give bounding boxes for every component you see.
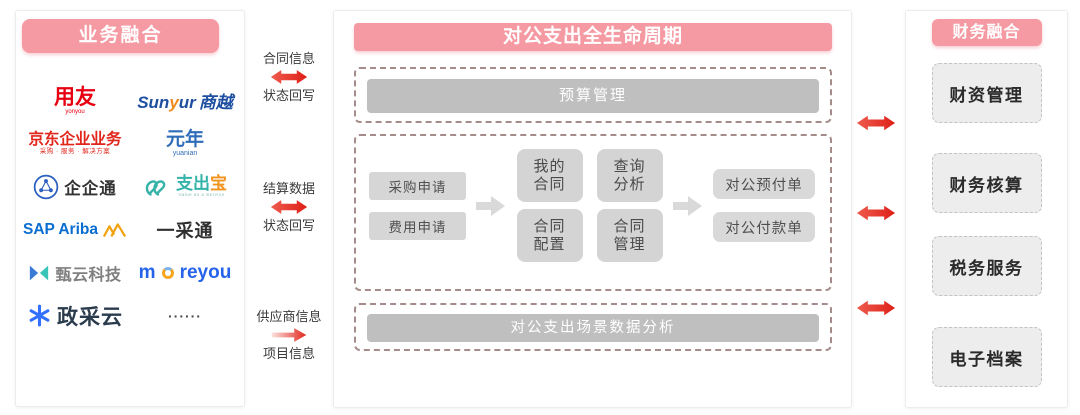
query-analysis-box: 查询分析 bbox=[596, 149, 663, 202]
my-contract-box: 我的合同 bbox=[516, 149, 583, 202]
bowtie-icon bbox=[30, 265, 49, 280]
finance-integration-header: 财务融合 bbox=[931, 19, 1042, 46]
logo-zhichubao: 支出宝 Value as a Service bbox=[143, 175, 227, 199]
expense-lifecycle-header: 对公支出全生命周期 bbox=[354, 23, 832, 51]
financial-accounting-box: 财务核算 bbox=[931, 153, 1042, 213]
expense-request-box: 费用申请 bbox=[369, 211, 466, 240]
budget-management-bar: 预算管理 bbox=[367, 79, 819, 113]
flow-input-column: 采购申请 费用申请 bbox=[369, 171, 466, 240]
flow-output-column: 对公预付单 对公付款单 bbox=[713, 169, 815, 242]
expense-data-analysis-bar: 对公支出场景数据分析 bbox=[367, 314, 819, 342]
finance-integration-panel: 财务融合 财资管理 财务核算 税务服务 电子档案 bbox=[905, 10, 1068, 408]
ring-o-icon bbox=[161, 266, 174, 279]
logo-zhenyun-tech: 甄云科技 bbox=[28, 261, 121, 285]
double-loop-icon bbox=[145, 179, 166, 196]
logo-yonyou: 用友 yonyou bbox=[54, 85, 96, 115]
connector-contract-info: 合同信息 状态回写 bbox=[262, 51, 315, 103]
double-arrow-icon bbox=[270, 70, 308, 84]
analysis-section: 对公支出场景数据分析 bbox=[354, 303, 832, 351]
logo-yuanian: 元年 yuanian bbox=[165, 129, 204, 157]
purchase-request-box: 采购申请 bbox=[369, 171, 466, 200]
logo-ellipsis: ······ bbox=[168, 307, 202, 324]
contract-module-grid: 我的合同 查询分析 合同配置 合同管理 bbox=[516, 149, 663, 262]
flow-arrow-icon bbox=[476, 195, 506, 216]
treasury-management-box: 财资管理 bbox=[931, 63, 1042, 123]
connector-supplier-info: 供应商信息 项目信息 bbox=[256, 309, 322, 361]
electronic-archive-box: 电子档案 bbox=[931, 327, 1042, 387]
contract-config-box: 合同配置 bbox=[516, 209, 583, 262]
flow-arrow-icon bbox=[672, 195, 702, 216]
network-circle-icon bbox=[34, 174, 59, 199]
logo-jd-enterprise: 京东企业业务 采购 · 服务 · 解决方案 bbox=[28, 130, 122, 155]
double-arrow-icon bbox=[270, 200, 308, 214]
logo-yicaitong: 一采通 bbox=[156, 220, 214, 241]
logo-zhengcaiyun: 政采云 bbox=[27, 301, 123, 331]
corporate-payment-box: 对公付款单 bbox=[713, 212, 815, 242]
logo-sap-ariba: SAP Ariba bbox=[23, 221, 127, 239]
double-arrow-icon bbox=[856, 205, 896, 221]
tax-service-box: 税务服务 bbox=[931, 236, 1042, 296]
process-flow-section: 采购申请 费用申请 我的合同 查询分析 合同配置 合同管理 bbox=[354, 134, 832, 291]
contract-management-box: 合同管理 bbox=[596, 209, 663, 262]
asterisk-icon bbox=[29, 304, 50, 327]
right-arrow-icon bbox=[271, 328, 307, 342]
double-arrow-icon bbox=[856, 115, 896, 131]
expense-lifecycle-panel: 对公支出全生命周期 预算管理 采购申请 费用申请 我的合同 查询分析 合同配置 bbox=[333, 10, 852, 408]
logo-qiqitong: 企企通 bbox=[33, 174, 117, 200]
double-arrow-icon bbox=[856, 300, 896, 316]
connector-settlement-data: 结算数据 状态回写 bbox=[262, 181, 315, 233]
mountain-icon bbox=[102, 222, 127, 237]
business-integration-header: 业务融合 bbox=[22, 19, 219, 53]
corporate-prepayment-box: 对公预付单 bbox=[713, 169, 815, 199]
budget-section: 预算管理 bbox=[354, 67, 832, 123]
